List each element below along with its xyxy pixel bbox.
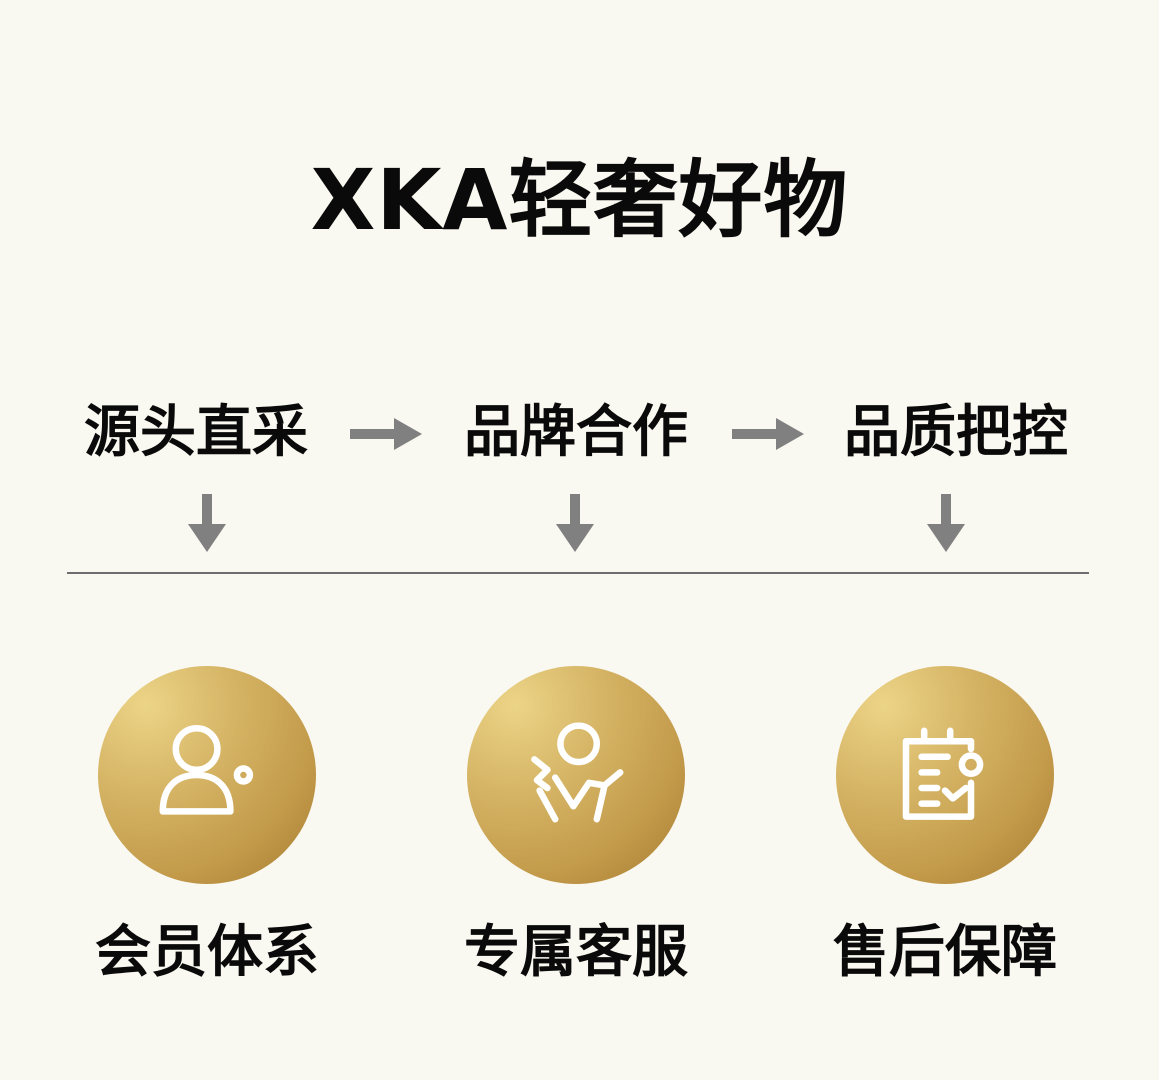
step-quality-control: 品质把控 [844,400,1068,465]
user-icon [159,724,254,815]
arrow-right-icon [350,418,422,450]
step-brand-cooperation: 品牌合作 [464,400,688,465]
arrow-down-icon [556,494,594,552]
arrow-down-icon [927,494,965,552]
step-source-direct: 源头直采 [84,400,308,465]
after-sales-badge [836,666,1054,884]
divider [67,572,1089,574]
feature-after-sales: 售后保障 [833,920,1057,985]
customer-service-badge [467,666,685,884]
arrow-right-icon [732,418,804,450]
page-title: XKA轻奢好物 [310,151,849,249]
clipboard-check-icon [902,727,984,820]
membership-badge [98,666,316,884]
customer-service-icon [531,722,624,823]
feature-customer-service: 专属客服 [464,920,688,985]
arrow-down-icon [188,494,226,552]
feature-membership: 会员体系 [95,920,319,985]
